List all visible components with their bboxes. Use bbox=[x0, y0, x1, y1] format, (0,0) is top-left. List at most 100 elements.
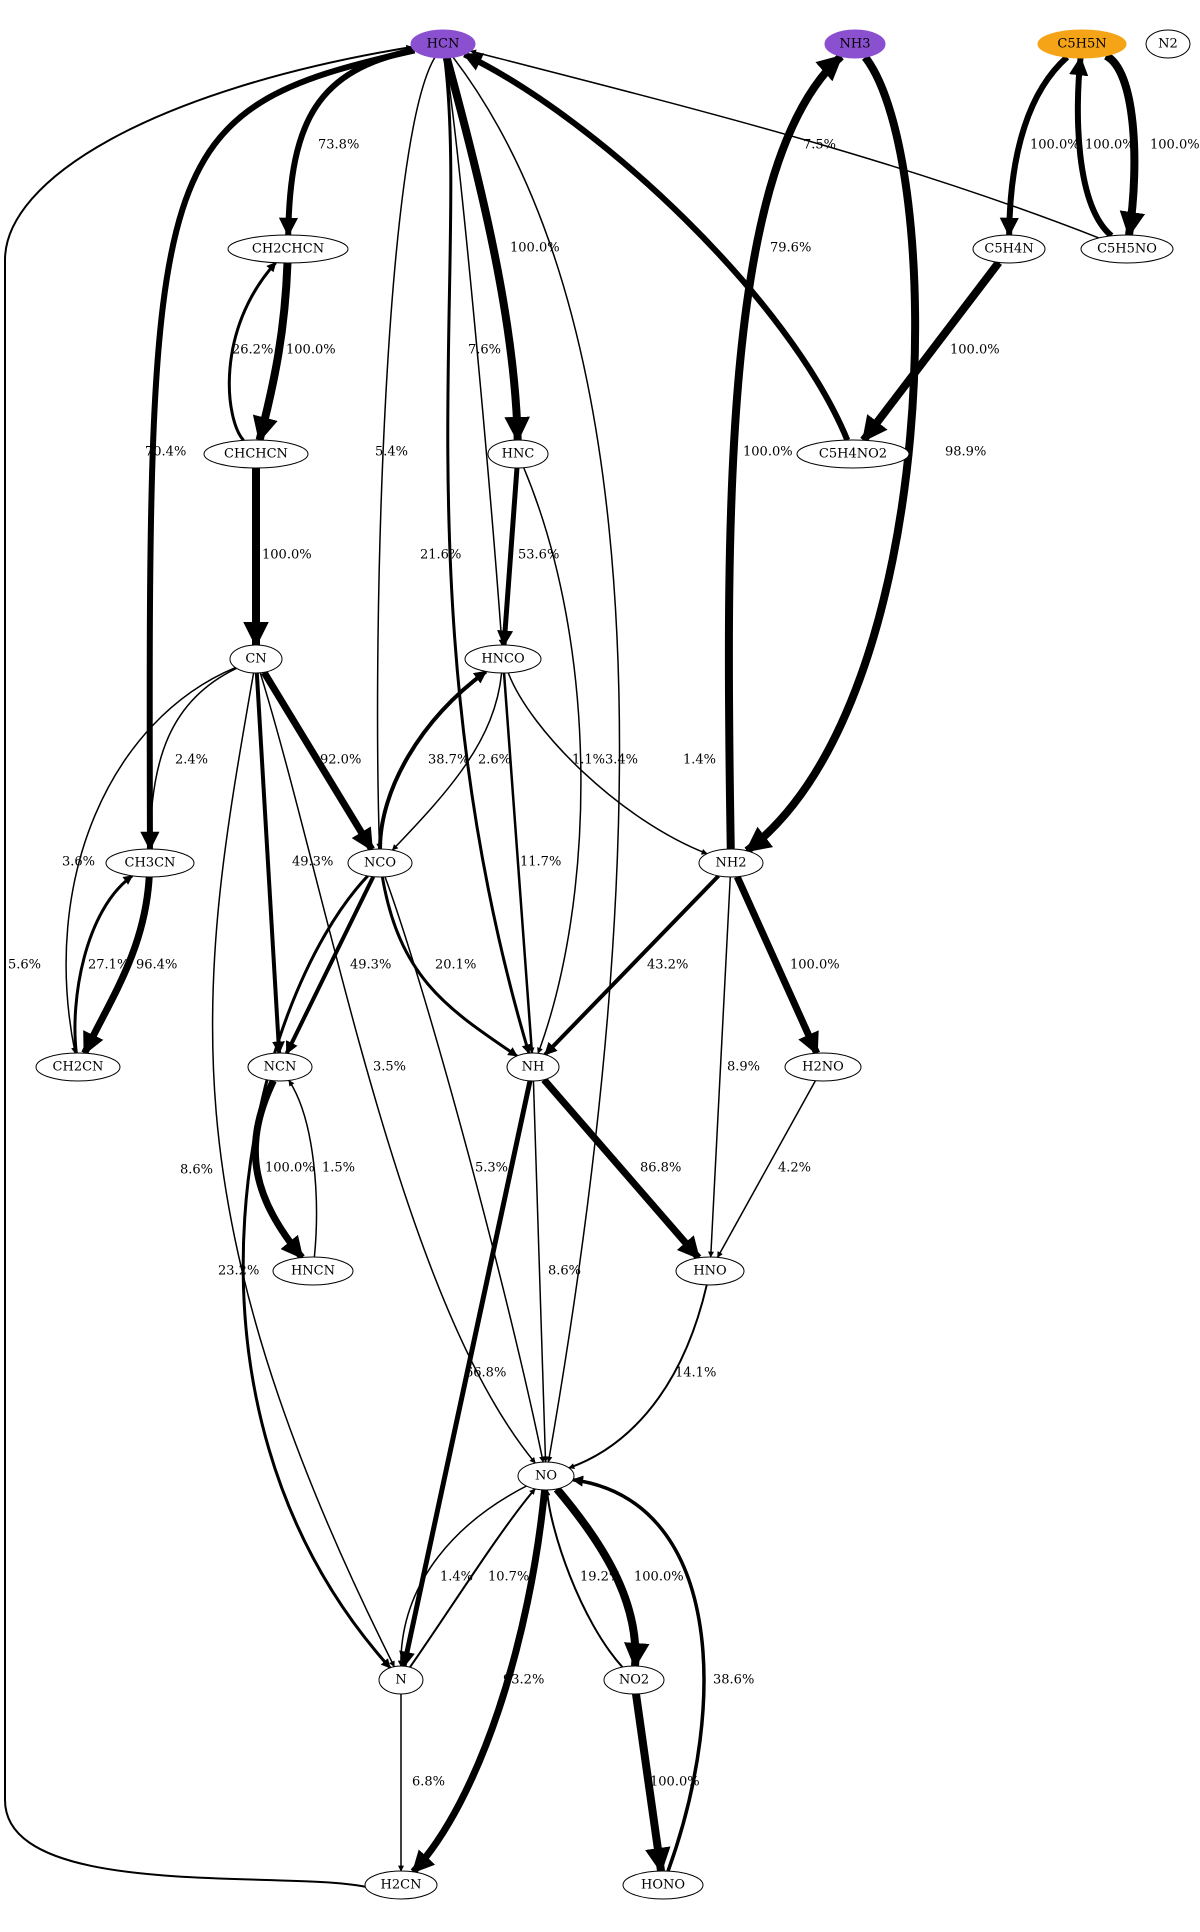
edge-label: 73.8% bbox=[318, 138, 359, 153]
edge-hncn-to-ncn bbox=[288, 1079, 318, 1258]
edge-nco-to-n bbox=[241, 874, 392, 1669]
node-label: NH bbox=[522, 1060, 545, 1075]
edge-cn-to-nco bbox=[261, 670, 375, 852]
edge-label: 93.2% bbox=[503, 1673, 544, 1688]
node-hnc: HNC bbox=[487, 439, 549, 469]
node-shape bbox=[506, 1052, 560, 1082]
node-nco: NCO bbox=[347, 848, 413, 878]
edge-label: 1.4% bbox=[683, 753, 716, 768]
edge-hcn-to-nh bbox=[443, 57, 532, 1055]
edge-hnc-to-nh bbox=[523, 467, 582, 1054]
edge-label: 100.0% bbox=[790, 958, 840, 973]
edge-label: 19.2% bbox=[580, 1570, 621, 1585]
edge-label: 4.2% bbox=[778, 1161, 811, 1176]
node-ch2cn: CH2CN bbox=[35, 1052, 121, 1082]
node-hcn: HCN bbox=[410, 29, 476, 59]
edge-no-to-h2cn bbox=[410, 1489, 549, 1875]
edge-label: 100.0% bbox=[262, 548, 312, 563]
node-label: HNC bbox=[502, 447, 535, 462]
edge-label: 7.6% bbox=[468, 343, 501, 358]
node-cn: CN bbox=[229, 644, 283, 674]
edge-n-to-no bbox=[409, 1488, 536, 1668]
edge-hnco-to-nh2 bbox=[507, 672, 708, 855]
edge-nco-to-ncn bbox=[284, 875, 376, 1055]
edge-hcn-to-no bbox=[452, 56, 621, 1463]
node-label: NCO bbox=[364, 856, 396, 871]
node-ncn: NCN bbox=[247, 1052, 313, 1082]
edge-label: 100.0% bbox=[950, 343, 1000, 358]
edge-hnc-to-hnco bbox=[497, 467, 520, 647]
edge-label: 79.6% bbox=[770, 241, 811, 256]
edge-layer: 73.8%70.4%100.0%5.4%7.6%21.6%1.4%100.0%2… bbox=[4, 44, 1200, 1888]
node-label: C5H4NO2 bbox=[819, 447, 887, 462]
edge-label: 100.0% bbox=[1030, 138, 1080, 153]
edge-ch3cn-to-ch2cn bbox=[81, 876, 153, 1056]
edge-hno-to-no bbox=[568, 1284, 708, 1469]
edge-label: 1.5% bbox=[322, 1161, 355, 1176]
node-shape bbox=[487, 439, 549, 469]
node-shape bbox=[824, 29, 886, 59]
edge-nh-to-n bbox=[399, 1080, 533, 1668]
edge-ncn-to-hncn bbox=[252, 1079, 305, 1260]
node-label: NCN bbox=[264, 1060, 297, 1075]
edge-label: 11.7% bbox=[520, 855, 561, 870]
node-label: N bbox=[395, 1673, 406, 1688]
edge-cn-to-n bbox=[211, 672, 395, 1668]
edge-c5h5no-to-c5h5n bbox=[1069, 56, 1114, 239]
edge-label: 3.4% bbox=[605, 753, 638, 768]
node-shape bbox=[1037, 29, 1127, 59]
node-shape bbox=[517, 1461, 575, 1491]
node-c5h4n: C5H4N bbox=[972, 234, 1046, 264]
node-shape bbox=[784, 1052, 862, 1082]
edge-label: 96.4% bbox=[136, 958, 177, 973]
edge-label: 70.4% bbox=[145, 445, 186, 460]
node-label: HNO bbox=[693, 1264, 726, 1279]
edge-ch2chcn-to-chchcn bbox=[252, 262, 292, 443]
edge-label: 3.5% bbox=[373, 1060, 406, 1075]
edge-c5h4no2-to-hcn bbox=[462, 51, 851, 442]
edge-cn-to-ch3cn bbox=[147, 667, 237, 850]
edge-cn-to-ch2cn bbox=[65, 666, 236, 1054]
edge-label: 1.4% bbox=[440, 1570, 473, 1585]
edge-c5h4n-to-c5h4no2 bbox=[860, 260, 1002, 443]
edge-nco-to-nh bbox=[380, 876, 518, 1058]
edge-label: 8.9% bbox=[727, 1060, 760, 1075]
edge-label: 3.6% bbox=[62, 855, 95, 870]
edge-label: 38.6% bbox=[713, 1673, 754, 1688]
node-hncn: HNCN bbox=[272, 1256, 354, 1286]
edge-label: 8.6% bbox=[548, 1264, 581, 1279]
node-shape bbox=[105, 848, 195, 878]
edge-no-to-n bbox=[397, 1485, 527, 1667]
edge-label: 6.8% bbox=[412, 1775, 445, 1790]
edge-label: 98.9% bbox=[945, 445, 986, 460]
node-label: CN bbox=[245, 652, 266, 667]
edge-label: 100.0% bbox=[286, 343, 336, 358]
edge-label: 26.2% bbox=[232, 343, 273, 358]
edge-hcn-to-hnc bbox=[442, 56, 530, 443]
edge-nh-to-hno bbox=[541, 1077, 702, 1261]
edge-label: 27.1% bbox=[88, 958, 129, 973]
node-no: NO bbox=[517, 1461, 575, 1491]
edge-label: 5.6% bbox=[8, 958, 41, 973]
node-shape bbox=[364, 1870, 438, 1900]
node-nh: NH bbox=[506, 1052, 560, 1082]
node-c5h4no2: C5H4NO2 bbox=[796, 439, 910, 469]
edge-label: 8.6% bbox=[180, 1163, 213, 1178]
node-shape bbox=[227, 234, 349, 264]
node-shape bbox=[464, 644, 542, 674]
node-n2: N2 bbox=[1145, 29, 1191, 59]
node-shape bbox=[1080, 234, 1174, 264]
edge-nh2-to-hno bbox=[708, 876, 732, 1258]
edge-label: 100.0% bbox=[634, 1570, 684, 1585]
node-label: N2 bbox=[1158, 37, 1178, 52]
node-label: C5H5NO bbox=[1097, 242, 1157, 257]
edge-cn-to-ncn bbox=[254, 672, 285, 1055]
node-nh3: NH3 bbox=[824, 29, 886, 59]
node-label: HCN bbox=[427, 37, 460, 52]
node-shape bbox=[972, 234, 1046, 264]
node-h2no: H2NO bbox=[784, 1052, 862, 1082]
edge-label: 92.0% bbox=[320, 753, 361, 768]
node-nh2: NH2 bbox=[698, 848, 764, 878]
node-shape bbox=[229, 644, 283, 674]
